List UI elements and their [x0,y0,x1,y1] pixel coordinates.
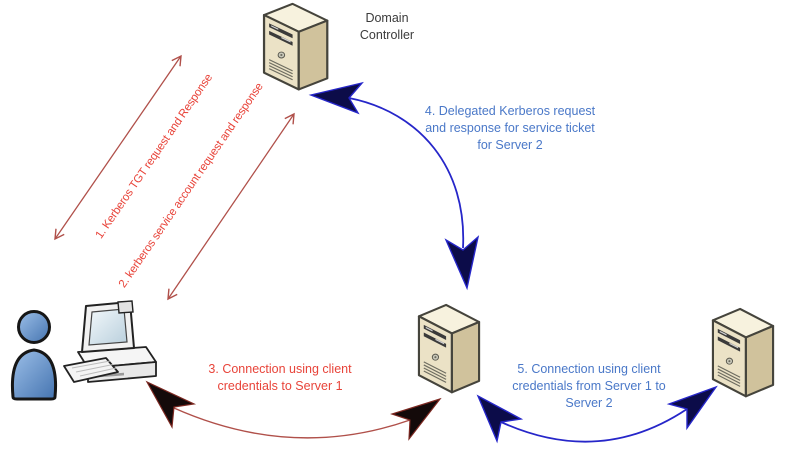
client-computer-icon [63,300,157,383]
server2-icon [711,307,775,398]
domain-controller-server-icon [262,2,329,91]
step3-arrow [145,380,442,441]
step4-arrowhead-bottom-icon [444,235,480,291]
step5-label: 5. Connection using client credentials f… [512,362,666,410]
step2-arrow [167,112,295,301]
step5-arrowhead-right-icon [666,385,718,431]
step3-arrowhead-left-icon [145,380,197,429]
step4-label: 4. Delegated Kerberos request and respon… [424,104,596,152]
domain-controller-label: Domain Controller [359,11,415,42]
user-icon [10,310,58,401]
step5-arrow [476,385,718,444]
step4-arrowhead-top-icon [308,81,364,115]
step3-label: 3. Connection using client credentials t… [208,362,352,393]
step5-arrowhead-left-icon [476,394,524,444]
step3-arrowhead-right-icon [390,397,442,441]
server1-icon [417,303,481,394]
step4-arrow [308,81,480,291]
step1-arrow [54,54,182,241]
